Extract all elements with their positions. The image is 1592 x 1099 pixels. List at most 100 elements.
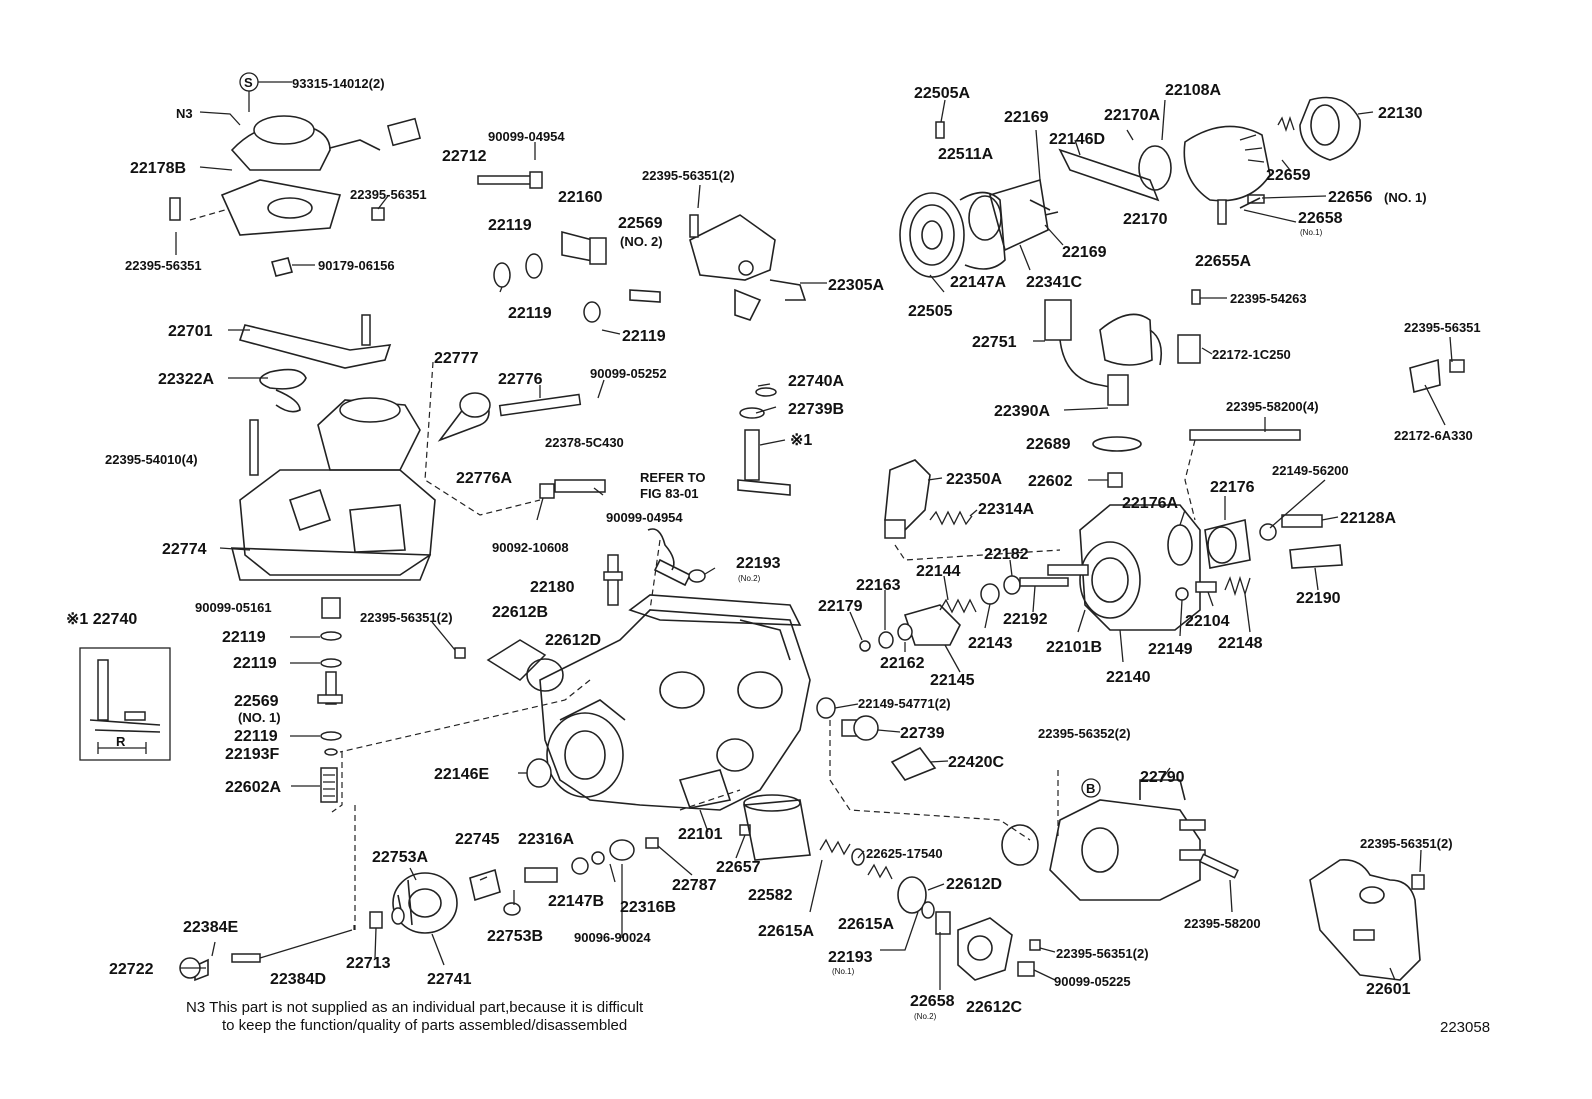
solenoid-lever-group [437, 387, 791, 571]
label-22146E: 22146E [434, 766, 489, 783]
governor-cover-22774 [230, 397, 436, 581]
governor-parts-22350A [859, 459, 1251, 652]
label-22655A: 22655A [1195, 253, 1251, 270]
label-22741: 22741 [427, 971, 472, 988]
label-93315-14012: 93315-14012(2) [292, 76, 385, 91]
label-22190: 22190 [1296, 590, 1341, 607]
label-22657: 22657 [716, 859, 761, 876]
label-22182: 22182 [984, 546, 1029, 563]
label-22659: 22659 [1266, 167, 1311, 184]
label-22162: 22162 [880, 655, 925, 672]
label-22143: 22143 [968, 635, 1013, 652]
label-90099-05161: 90099-05161 [195, 600, 272, 615]
label-22130: 22130 [1378, 105, 1423, 122]
label-22774: 22774 [162, 541, 207, 558]
label-22569-no2: 22569 [618, 215, 663, 232]
label-22176: 22176 [1210, 479, 1255, 496]
label-22395-56351-2-top: 22395-56351(2) [642, 168, 735, 183]
label-22169-top: 22169 [1004, 109, 1049, 126]
label-22395-54263: 22395-54263 [1230, 291, 1307, 306]
label-22505A: 22505A [914, 85, 970, 102]
label-22193-no2: 22193 [736, 555, 781, 572]
label-22395-54010: 22395-54010(4) [105, 452, 198, 467]
label-22602: 22602 [1028, 473, 1073, 490]
lever-22305A [689, 214, 807, 321]
label-22395-56351-right: 22395-56351 [1404, 320, 1481, 335]
label-22316A: 22316A [518, 831, 574, 848]
label-22790: 22790 [1140, 769, 1185, 786]
cover-gasket-22612B [454, 639, 564, 692]
inset-dim-label: R [116, 734, 126, 749]
label-22787: 22787 [672, 877, 717, 894]
fuel-cut-solenoid-22751 [1044, 289, 1465, 452]
label-22395-58200: 22395-58200 [1184, 916, 1261, 931]
label-22193F: 22193F [225, 746, 279, 763]
pump-housing-22101 [539, 594, 811, 811]
label-22384D: 22384D [270, 971, 326, 988]
label-22740A: 22740A [788, 373, 844, 390]
label-22753B: 22753B [487, 928, 543, 945]
label-mark1: ※1 [790, 432, 812, 449]
label-22751: 22751 [972, 334, 1017, 351]
label-n3: N3 [176, 106, 193, 121]
label-22390A: 22390A [994, 403, 1050, 420]
label-22511A: 22511A [938, 146, 994, 163]
label-22180: 22180 [530, 579, 575, 596]
label-22119-l2: 22119 [233, 655, 277, 672]
label-22712: 22712 [442, 148, 487, 165]
symbol-b: B [1086, 781, 1095, 796]
label-22395-56351-2-left: 22395-56351(2) [360, 610, 453, 625]
symbol-b-icon: B [1081, 778, 1101, 798]
label-22505: 22505 [908, 303, 953, 320]
label-22172-6A330: 22172-6A330 [1394, 428, 1473, 443]
label-22119-l1: 22119 [222, 629, 266, 646]
label-22119-top: 22119 [488, 217, 532, 234]
label-22569-no1: 22569 [234, 693, 279, 710]
label-22163: 22163 [856, 577, 901, 594]
figure-id: 223058 [1440, 1019, 1490, 1036]
label-22713: 22713 [346, 955, 391, 972]
label-22145: 22145 [930, 672, 975, 689]
label-22108A: 22108A [1165, 82, 1221, 99]
label-22602A: 22602A [225, 779, 281, 796]
label-22625-17540: 22625-17540 [866, 846, 943, 861]
leader-lines [175, 81, 1453, 990]
label-90099-05252: 90099-05252 [590, 366, 667, 381]
drive-gear-group [899, 96, 1361, 278]
label-22420C: 22420C [948, 754, 1004, 771]
label-22176A: 22176A [1122, 495, 1178, 512]
label-22147A: 22147A [950, 274, 1006, 291]
label-22395-56352: 22395-56352(2) [1038, 726, 1131, 741]
label-22612D-top: 22612D [545, 632, 601, 649]
label-22601: 22601 [1366, 981, 1411, 998]
label-90099-05225: 90099-05225 [1054, 974, 1131, 989]
label-22119-l3: 22119 [234, 728, 278, 745]
label-22147B: 22147B [548, 893, 604, 910]
label-22149: 22149 [1148, 641, 1193, 658]
label-22192: 22192 [1003, 611, 1048, 628]
label-22776A: 22776A [456, 470, 512, 487]
label-22128A: 22128A [1340, 510, 1396, 527]
label-22739B: 22739B [788, 401, 844, 418]
label-22146D: 22146D [1049, 131, 1105, 148]
label-22658-no1: 22658 [1298, 210, 1343, 227]
label-22612C: 22612C [966, 999, 1022, 1016]
label-22148: 22148 [1218, 635, 1263, 652]
label-22179: 22179 [818, 598, 863, 615]
label-22615A: 22615A [758, 923, 814, 940]
label-22172-1C250: 22172-1C250 [1212, 347, 1291, 362]
label-22689: 22689 [1026, 436, 1071, 453]
label-22656: 22656 [1328, 189, 1373, 206]
label-22101B: 22101B [1046, 639, 1102, 656]
label-22395-56351-mid: 22395-56351 [350, 187, 427, 202]
refer-line2: FIG 83-01 [640, 486, 699, 501]
label-22384E: 22384E [183, 919, 238, 936]
label-22193-no2-sub: (No.2) [738, 574, 761, 583]
bracket-assembly-22178B [169, 115, 422, 277]
label-22104: 22104 [1185, 613, 1230, 630]
label-90096-90024: 90096-90024 [574, 930, 651, 945]
label-22658-no1-sub: (No.1) [1300, 228, 1323, 237]
label-22378-5C430: 22378-5C430 [545, 435, 624, 450]
label-22350A: 22350A [946, 471, 1002, 488]
